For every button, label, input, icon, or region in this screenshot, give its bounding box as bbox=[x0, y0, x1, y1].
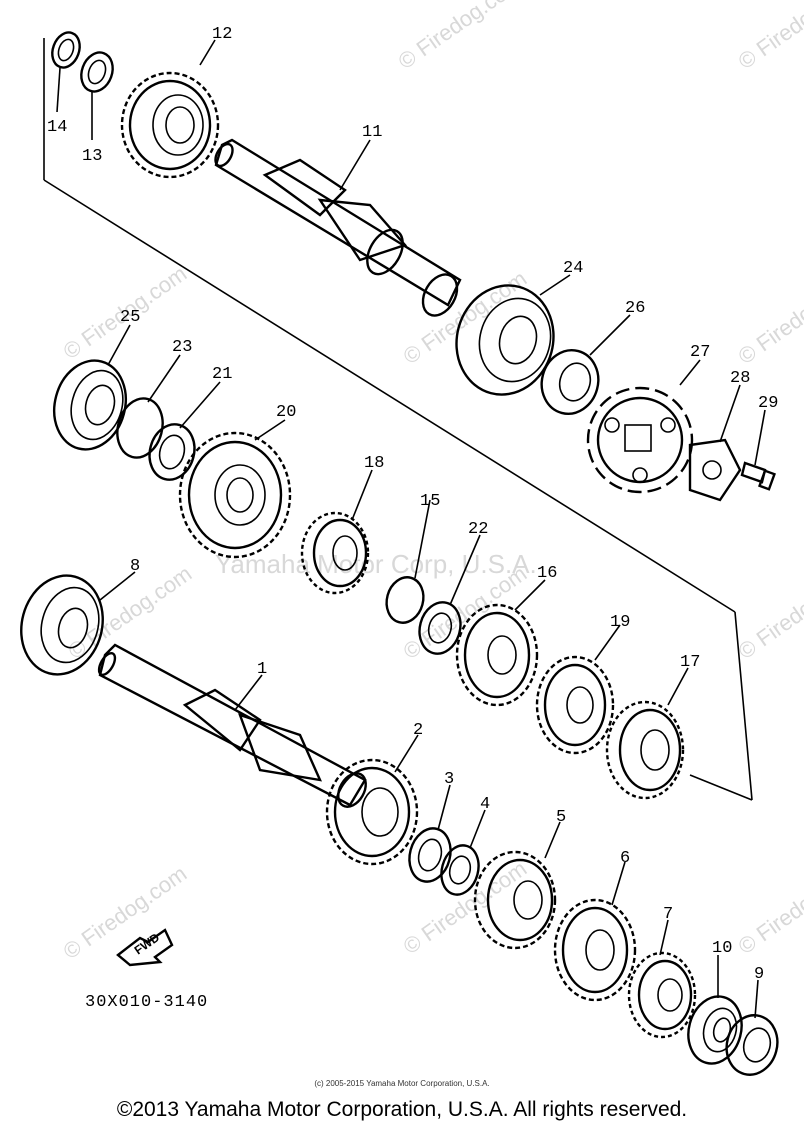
callout-12: 12 bbox=[212, 25, 232, 44]
callout-26: 26 bbox=[625, 299, 645, 318]
callout-7: 7 bbox=[663, 905, 673, 924]
part-11-main-axle bbox=[214, 138, 462, 317]
part-20-gear bbox=[178, 431, 292, 559]
part-23-circlip bbox=[116, 397, 164, 459]
part-3-circlip bbox=[408, 827, 452, 883]
callout-6: 6 bbox=[620, 849, 630, 868]
part-24-bearing bbox=[455, 284, 555, 396]
part-4-washer bbox=[440, 844, 480, 896]
fine-print: (c) 2005-2015 Yamaha Motor Corporation, … bbox=[314, 1079, 490, 1088]
callout-15: 15 bbox=[420, 492, 440, 511]
part-18-gear bbox=[300, 511, 370, 595]
callout-28: 28 bbox=[730, 369, 750, 388]
part-28-lock-washer bbox=[688, 438, 742, 502]
part-29-bolt bbox=[740, 461, 776, 491]
part-25-bearing bbox=[53, 359, 127, 451]
part-14-circlip bbox=[51, 31, 81, 69]
callout-10: 10 bbox=[712, 939, 732, 958]
forward-direction-arrow: FWD bbox=[116, 928, 174, 967]
callout-29: 29 bbox=[758, 394, 778, 413]
callout-5: 5 bbox=[556, 808, 566, 827]
callout-9: 9 bbox=[754, 965, 764, 984]
callout-1: 1 bbox=[257, 660, 267, 679]
callout-11: 11 bbox=[362, 123, 382, 142]
callout-2: 2 bbox=[413, 721, 423, 740]
callout-23: 23 bbox=[172, 338, 192, 357]
part-7-gear bbox=[627, 951, 697, 1039]
watermark: © Firedog.com bbox=[734, 856, 804, 959]
part-12-gear bbox=[120, 71, 220, 179]
callout-16: 16 bbox=[537, 564, 557, 583]
part-19-gear bbox=[535, 655, 615, 755]
callout-27: 27 bbox=[690, 343, 710, 362]
part-6-gear bbox=[553, 898, 637, 1002]
drawing-code: 30X010-3140 bbox=[85, 993, 208, 1012]
part-2-gear bbox=[325, 758, 419, 866]
part-26-oil-seal bbox=[540, 349, 600, 415]
callout-24: 24 bbox=[563, 259, 583, 278]
part-15-circlip bbox=[385, 576, 425, 624]
part-27-drive-sprocket bbox=[586, 386, 694, 494]
watermark: © Firedog.com bbox=[399, 856, 532, 959]
part-8-bearing bbox=[20, 574, 104, 676]
callout-4: 4 bbox=[480, 795, 490, 814]
part-1-drive-axle bbox=[97, 643, 367, 808]
part-16-gear bbox=[455, 603, 539, 707]
part-9-oil-seal bbox=[725, 1014, 779, 1076]
copyright-notice: ©2013 Yamaha Motor Corporation, U.S.A. A… bbox=[116, 1098, 688, 1121]
callout-13: 13 bbox=[82, 147, 102, 166]
callout-25: 25 bbox=[120, 308, 140, 327]
watermark: © Firedog.com bbox=[734, 561, 804, 664]
part-21-washer bbox=[148, 423, 196, 481]
callout-18: 18 bbox=[364, 454, 384, 473]
part-17-gear bbox=[605, 700, 685, 800]
part-13-washer bbox=[80, 51, 114, 93]
callout-numbers: 12 14 13 11 24 26 27 28 29 25 23 21 20 1… bbox=[47, 25, 778, 984]
leader-lines bbox=[56, 39, 766, 1019]
part-22-washer bbox=[418, 601, 462, 655]
callout-14: 14 bbox=[47, 118, 67, 137]
callout-19: 19 bbox=[610, 613, 630, 632]
callout-20: 20 bbox=[276, 403, 296, 422]
callout-8: 8 bbox=[130, 557, 140, 576]
assembly-boundary-lines bbox=[43, 38, 753, 801]
watermark: © Firedog.com bbox=[394, 0, 527, 74]
callout-17: 17 bbox=[680, 653, 700, 672]
part-5-gear bbox=[473, 850, 557, 950]
center-watermark: Yamaha Motor Corp, U.S.A. bbox=[215, 549, 537, 579]
callout-3: 3 bbox=[444, 770, 454, 789]
watermark: © Firedog.com bbox=[734, 266, 804, 369]
callout-21: 21 bbox=[212, 365, 232, 384]
watermark-group: © Firedog.com © Firedog.com © Firedog.co… bbox=[59, 0, 804, 964]
callout-22: 22 bbox=[468, 520, 488, 539]
watermark: © Firedog.com bbox=[399, 266, 532, 369]
watermark: © Firedog.com bbox=[734, 0, 804, 74]
